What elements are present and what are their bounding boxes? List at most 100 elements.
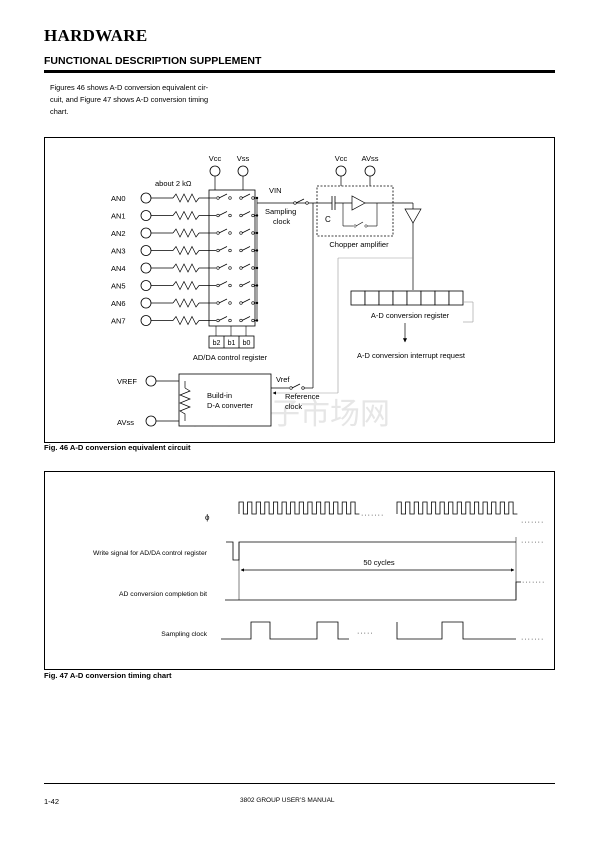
footer-rule [44,783,555,784]
resistor-value-label: about 2 kΩ [155,179,192,188]
an-pin-circle [140,280,152,291]
an-pin-circle [140,227,152,239]
avss-label: AVss [362,154,379,163]
intro-line: cuit, and Figure 47 shows A-D conversion… [50,95,209,104]
reference-clock-label-1: Reference [285,392,320,401]
an-pin-label: AN2 [111,229,126,238]
phi-end-dots: ······· [521,519,544,526]
manual-title: 3802 GROUP USER’S MANUAL [240,797,335,804]
resistor-icon [172,315,200,326]
completion-bit-waveform [225,581,521,601]
an-pin-label: AN6 [111,299,126,308]
write-end-dots: ······· [521,539,544,546]
an-pin-label: AN4 [111,264,126,273]
sampling-clock-label-2: clock [273,217,290,226]
an-pin-label: AN5 [111,282,126,291]
page-header-title: HARDWARE [44,26,148,45]
register-cell [420,290,436,306]
completion-bit-label: AD conversion completion bit [119,591,207,598]
an-pin-circle [140,262,152,274]
intro-line: chart. [50,107,69,116]
write-signal-waveform [226,541,516,561]
resistor-icon [172,210,200,221]
ad-register-cells [350,290,464,306]
register-cell [350,290,366,306]
an-pin-label: AN0 [111,194,126,203]
ad-register-label: A-D conversion register [371,311,450,320]
intro-paragraph: Figures 46 shows A-D conversion equivale… [50,82,300,118]
figure-47-caption: Fig. 47 A-D conversion timing chart [44,671,172,680]
dac-label-2: D-A converter [207,401,253,410]
figure-46-caption: Fig. 46 A-D conversion equivalent circui… [44,443,191,452]
resistor-icon [172,263,200,273]
control-bit-box [208,335,255,349]
intro-line: Figures 46 shows A-D conversion equivale… [50,83,209,92]
vin-label: VIN [269,186,282,195]
dac-label-1: Build-in [207,391,232,400]
an-pin-circle [140,210,152,221]
an-pin-label: AN3 [111,247,126,256]
control-register-label: AD/DA control register [193,353,268,362]
ad-equivalent-circuit: 维库电子市场网 Vcc Vss about 2 kΩ AN0AN1AN2AN3A… [111,154,474,431]
section-title: FUNCTIONAL DESCRIPTION SUPPLEMENT [44,55,262,67]
avcc-label: Vcc [335,154,348,163]
bit-b0-label: b0 [243,340,251,347]
an-pin-circle [140,315,152,326]
register-cell [406,290,422,306]
an-pin-circle [140,192,152,204]
bit-b2-label: b2 [213,340,221,347]
vss-label: Vss [237,154,250,163]
an-pin-label: AN7 [111,317,126,326]
phi-label: ϕ [205,513,210,522]
resistor-icon [172,228,200,238]
register-cell [378,290,394,306]
comparator-symbol [404,208,422,224]
chopper-amplifier-label: Chopper amplifier [329,240,389,249]
register-cell [448,290,464,306]
an-pin-circle [140,245,152,256]
vref-pin-label: VREF [117,377,137,386]
avcc-pin [335,165,347,177]
completion-end-dots: ······· [522,579,545,586]
an-pin-circle [140,297,152,309]
vss-pin [237,165,249,177]
da-converter-box [178,373,272,427]
multiplexer-box [208,189,256,327]
sampling-clock-label-1: Sampling [265,207,296,216]
avss-pin-top [364,165,376,177]
register-cell [392,290,408,306]
phi-gap-dots: ······· [361,512,384,519]
sampling-clock-label: Sampling clock [161,631,207,638]
bit-b1-label: b1 [228,340,236,347]
resistor-icon [172,245,200,256]
chopper-amplifier-box [316,185,394,237]
resistor-icon [172,298,200,308]
sampling-gap-dots: ····· [357,630,374,637]
header-rule [44,70,555,73]
ad-timing-chart: ϕ ······· ······· Write signal for AD/DA… [93,501,545,643]
avss-pin [145,415,157,427]
capacitor-label: C [325,215,331,224]
vref-pin [145,375,157,387]
write-signal-label: Write signal for AD/DA control register [93,550,208,557]
avss-pin-label: AVss [117,418,134,427]
vcc-label: Vcc [209,154,222,163]
vcc-pin [209,165,221,177]
resistor-icon [172,280,200,291]
interrupt-request-label: A-D conversion interrupt request [357,351,466,360]
resistor-icon [172,193,200,203]
sampling-clock-waveform-2 [396,621,516,640]
dac-resistor-icon [179,387,191,421]
register-cell [434,290,450,306]
an-pin-label: AN1 [111,212,126,221]
reference-clock-label-2: clock [285,402,302,411]
vref-label: Vref [276,375,290,384]
page-number: 1-42 [44,797,60,806]
phi-clock-waveform [238,501,518,515]
fifty-cycles-label: 50 cycles [363,558,395,567]
sampling-end-dots: ······· [521,636,544,643]
sampling-clock-waveform-1 [221,621,349,640]
register-cell [364,290,380,306]
